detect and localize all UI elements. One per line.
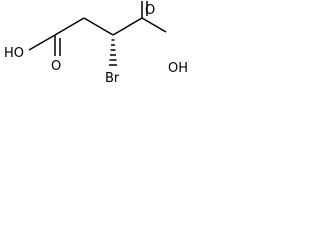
bromosuccinic-acid-structure: HO O O OH Br [4, 1, 188, 86]
atom-label-o-right: O [145, 3, 155, 18]
bond-c3-c4 [112, 17, 143, 36]
stereo-hash-bond-c3-br [109, 39, 117, 66]
atom-label-o-left: O [51, 59, 61, 74]
atom-label-br: Br [105, 71, 120, 86]
bond-ho-c1 [28, 34, 56, 51]
bond-c2-c3 [83, 17, 114, 36]
atom-label-ho-left: HO [4, 46, 24, 61]
atom-label-oh-right: OH [168, 61, 188, 76]
bond-c1-c2 [54, 17, 85, 36]
bond-c4-oh [141, 17, 167, 33]
